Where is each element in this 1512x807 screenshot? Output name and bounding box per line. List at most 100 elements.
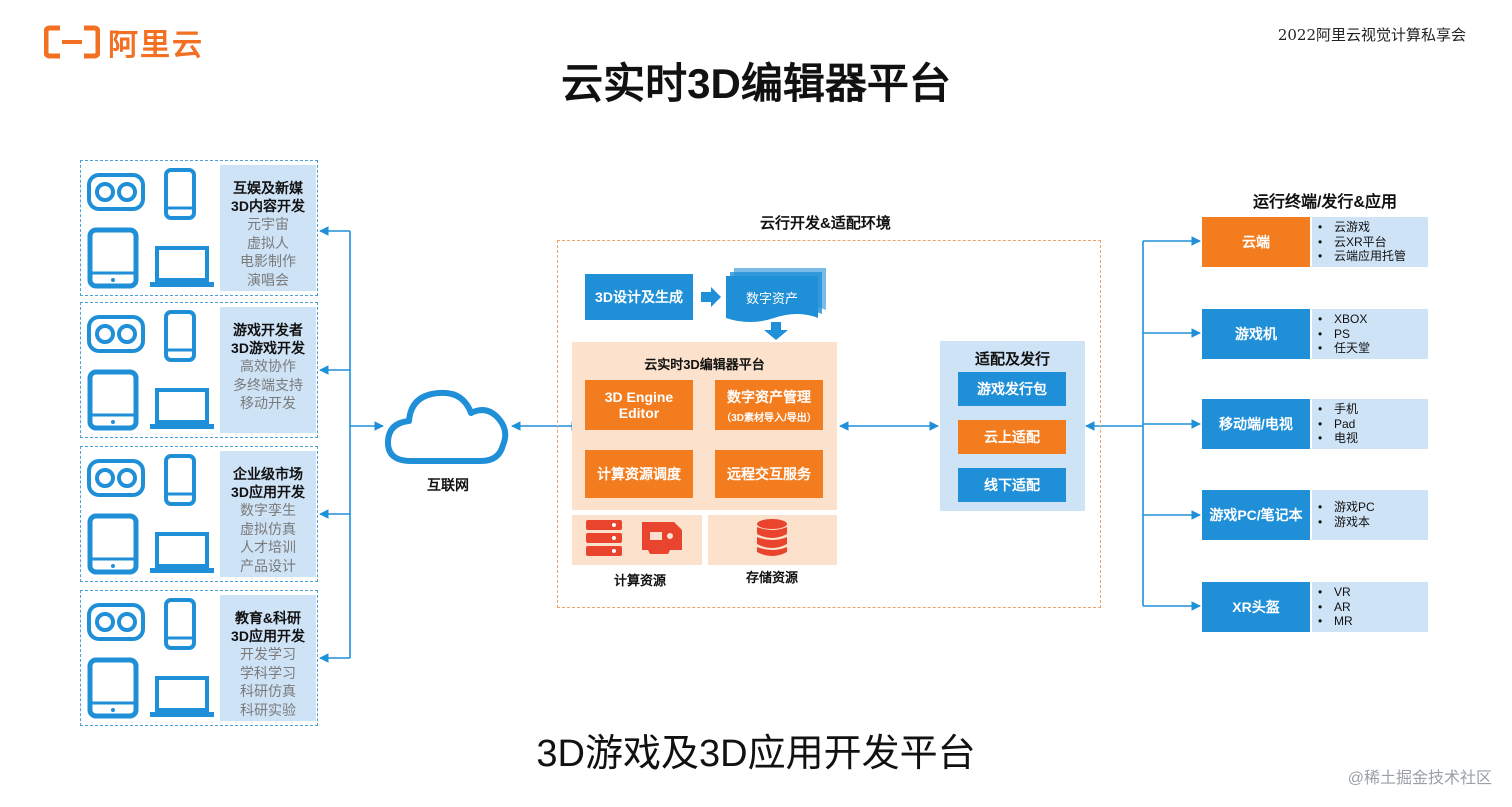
- panel-item: 电影制作: [240, 253, 296, 269]
- laptop-icon: [150, 388, 214, 429]
- aliyun-logo: 阿里云: [44, 24, 204, 62]
- target-console-list: XBOX PS 任天堂: [1312, 309, 1428, 359]
- asset-mgmt-label: 数字资产管理: [727, 388, 811, 405]
- panel-heading: 3D内容开发: [231, 198, 305, 214]
- release-package-box: 游戏发行包: [958, 372, 1066, 406]
- panel-item: 数字孪生: [240, 502, 296, 518]
- arrow-right-icon: [701, 287, 721, 307]
- env-label: 云行开发&适配环境: [760, 215, 891, 232]
- remote-service-box: 远程交互服务: [715, 450, 823, 498]
- internet-label: 互联网: [427, 477, 469, 493]
- right-title: 运行终端/发行&应用: [1252, 194, 1397, 211]
- panel-item: 多终端支持: [233, 376, 303, 393]
- tablet-icon: [87, 369, 139, 431]
- panel-heading: 企业级市场: [233, 466, 303, 482]
- list-item: 任天堂: [1318, 341, 1428, 356]
- storage-label: 存储资源: [745, 570, 798, 585]
- panel-heading: 游戏开发者: [233, 322, 303, 338]
- laptop-icon: [150, 676, 214, 717]
- vr-headset-icon: [87, 173, 145, 211]
- target-xr-list: VR AR MR: [1312, 582, 1428, 632]
- target-mobile-label: 移动端/电视: [1202, 399, 1310, 449]
- panel-heading: 3D应用开发: [231, 484, 305, 500]
- engine-line1: 3D Engine: [604, 389, 674, 405]
- target-cloud-label: 云端: [1202, 217, 1310, 267]
- cloud-adapt-box: 云上适配: [958, 420, 1066, 454]
- vr-headset-icon: [87, 315, 145, 353]
- panel-education: 教育&科研 3D应用开发 开发学习 学科学习 科研仿真 科研实验: [80, 590, 318, 726]
- list-item: VR: [1318, 585, 1428, 600]
- list-item: 游戏本: [1318, 515, 1428, 530]
- panel-item: 产品设计: [240, 557, 296, 574]
- panel-text: 互娱及新媒 3D内容开发 元宇宙 虚拟人 电影制作 演唱会: [220, 165, 316, 291]
- list-item: PS: [1318, 327, 1428, 342]
- arrow-down-icon: [764, 322, 788, 340]
- target-xr-label: XR头盔: [1202, 582, 1310, 632]
- asset-mgmt-sub: （3D素材导入/导出）: [721, 412, 817, 424]
- laptop-icon: [150, 246, 214, 287]
- gpu-card-icon: [642, 522, 682, 554]
- tablet-icon: [87, 657, 139, 719]
- panel-heading: 3D游戏开发: [231, 340, 305, 356]
- list-item: 电视: [1318, 431, 1428, 446]
- list-item: XBOX: [1318, 312, 1428, 327]
- list-item: 云游戏: [1318, 220, 1428, 235]
- panel-item: 科研仿真: [240, 683, 296, 699]
- scheduling-box: 计算资源调度: [585, 450, 693, 498]
- panel-heading: 教育&科研: [234, 610, 302, 626]
- laptop-icon: [150, 532, 214, 573]
- list-item: 云XR平台: [1318, 235, 1428, 250]
- panel-text: 教育&科研 3D应用开发 开发学习 学科学习 科研仿真 科研实验: [220, 595, 316, 721]
- page-subtitle: 3D游戏及3D应用开发平台: [536, 733, 976, 775]
- database-icon: [757, 519, 787, 556]
- list-item: 游戏PC: [1318, 500, 1428, 515]
- target-cloud-list: 云游戏 云XR平台 云端应用托管: [1312, 217, 1428, 267]
- panel-item: 学科学习: [240, 664, 296, 681]
- panel-item: 演唱会: [247, 271, 289, 288]
- panel-item: 虚拟仿真: [240, 520, 296, 537]
- panel-entertainment: 互娱及新媒 3D内容开发 元宇宙 虚拟人 电影制作 演唱会: [80, 160, 318, 296]
- panel-item: 移动开发: [240, 395, 296, 411]
- list-item: MR: [1318, 614, 1428, 629]
- panel-heading: 互娱及新媒: [233, 180, 303, 196]
- editor-platform-title: 云实时3D编辑器平台: [644, 357, 765, 372]
- page-title: 云实时3D编辑器平台: [561, 60, 951, 107]
- panel-heading: 3D应用开发: [231, 628, 305, 644]
- phone-icon: [164, 454, 196, 506]
- list-item: 手机: [1318, 402, 1428, 417]
- phone-icon: [164, 310, 196, 362]
- panel-text: 企业级市场 3D应用开发 数字孪生 虚拟仿真 人才培训 产品设计: [220, 451, 316, 577]
- list-item: AR: [1318, 600, 1428, 615]
- design-box: 3D设计及生成: [585, 274, 693, 320]
- logo-text: 阿里云: [108, 29, 204, 62]
- vr-headset-icon: [87, 603, 145, 641]
- cloud-icon: [384, 389, 509, 464]
- phone-icon: [164, 168, 196, 220]
- list-item: Pad: [1318, 417, 1428, 432]
- adapt-title: 适配及发行: [974, 351, 1050, 368]
- aliyun-logo-icon: [44, 25, 100, 59]
- panel-enterprise: 企业级市场 3D应用开发 数字孪生 虚拟仿真 人才培训 产品设计: [80, 446, 318, 582]
- panel-item: 开发学习: [240, 646, 296, 662]
- compute-label: 计算资源: [613, 573, 666, 588]
- digital-assets-label: 数字资产: [745, 291, 798, 306]
- vr-headset-icon: [87, 459, 145, 497]
- target-pc-label: 游戏PC/笔记本: [1202, 490, 1310, 540]
- panel-text: 游戏开发者 3D游戏开发 高效协作 多终端支持 移动开发: [220, 307, 316, 433]
- panel-item: 人才培训: [240, 539, 296, 555]
- panel-item: 元宇宙: [247, 216, 289, 232]
- panel-item: 高效协作: [240, 358, 296, 374]
- target-mobile-list: 手机 Pad 电视: [1312, 399, 1428, 449]
- server-icon: [586, 520, 622, 556]
- engine-line2: Editor: [618, 405, 660, 421]
- tablet-icon: [87, 513, 139, 575]
- asset-management-box: 数字资产管理 （3D素材导入/导出）: [715, 380, 823, 430]
- digital-assets-stack: [726, 268, 826, 322]
- event-name: 2022阿里云视觉计算私享会: [1277, 26, 1466, 44]
- panel-game-dev: 游戏开发者 3D游戏开发 高效协作 多终端支持 移动开发: [80, 302, 318, 438]
- target-console-label: 游戏机: [1202, 309, 1310, 359]
- engine-editor-box: 3D Engine Editor: [585, 380, 693, 430]
- watermark: @稀土掘金技术社区: [1347, 770, 1492, 787]
- offline-adapt-box: 线下适配: [958, 468, 1066, 502]
